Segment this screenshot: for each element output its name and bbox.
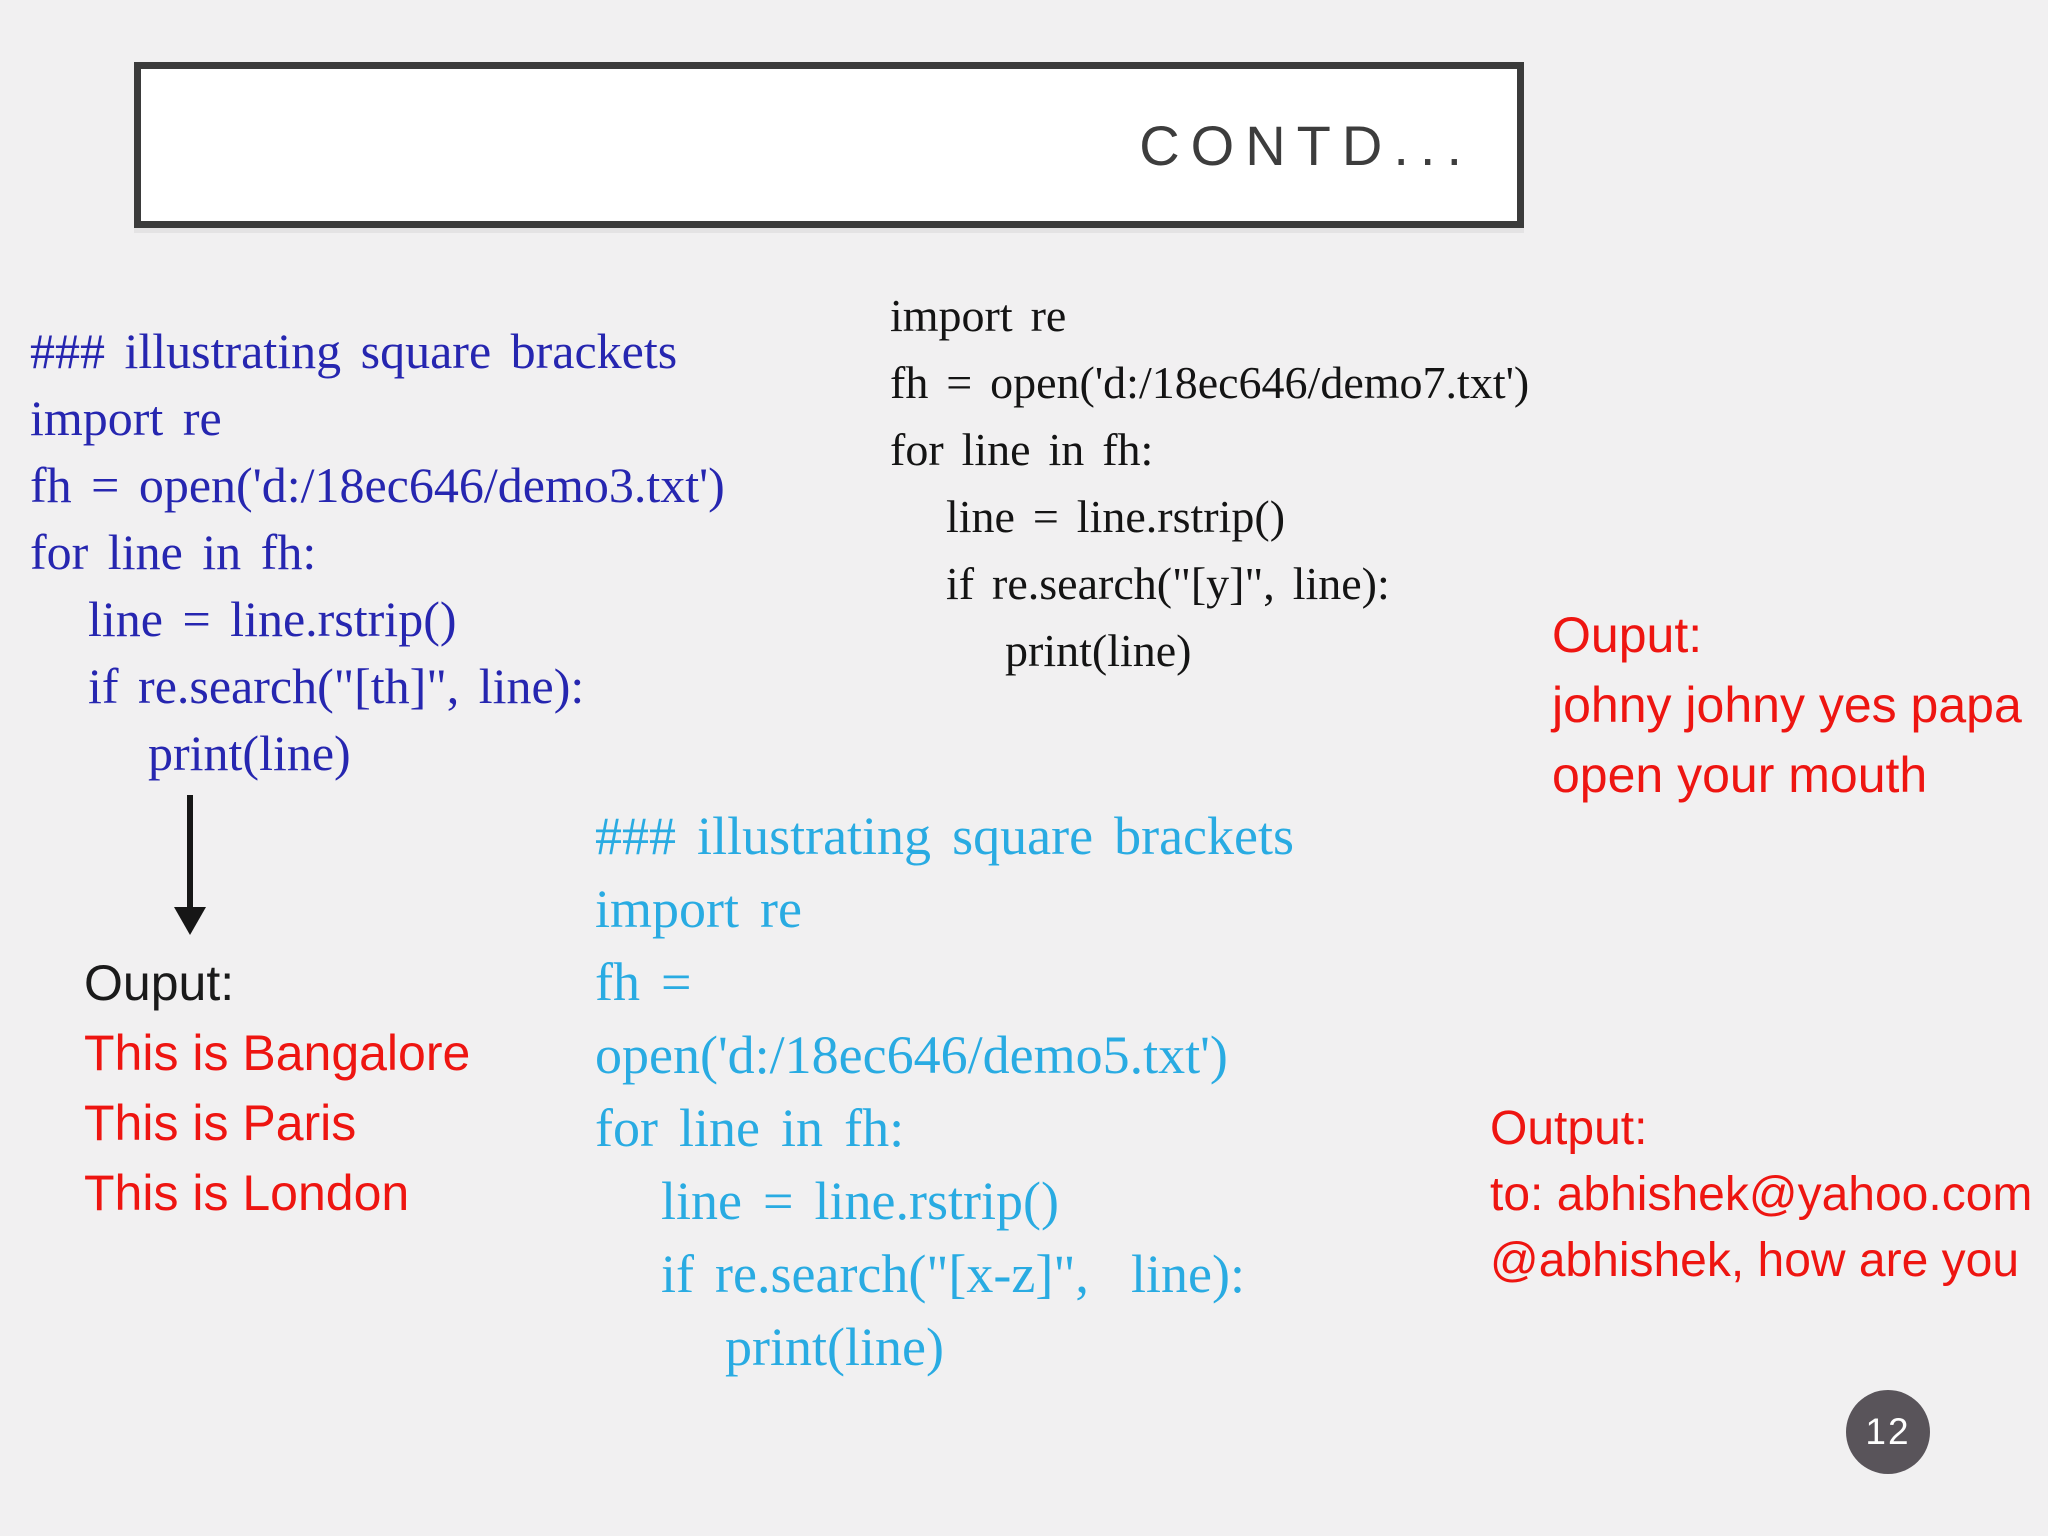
code-line: line = line.rstrip() [661,1171,1059,1231]
code-block-demo3: ### illustrating square brackets import … [30,318,725,787]
output-block-demo7: Ouput: johny johny yes papa open your mo… [1552,600,2022,810]
code-line: print(line) [725,1317,944,1377]
code-line: print(line) [1005,625,1192,676]
output-line: open your mouth [1552,747,1928,803]
code-line: ### illustrating square brackets [595,806,1294,866]
code-line: print(line) [148,725,351,781]
output-line: This is Bangalore [84,1025,471,1081]
code-line: import re [30,390,222,446]
output-line: johny johny yes papa [1552,677,2022,733]
output-line: This is London [84,1165,410,1221]
output-line: to: abhishek@yahoo.com [1490,1168,2033,1221]
arrow-head [174,907,206,935]
output-block-demo3: Ouput: This is Bangalore This is Paris T… [84,948,470,1228]
code-block-demo5: ### illustrating square brackets import … [595,800,1294,1384]
code-line: line = line.rstrip() [88,591,457,647]
slide-title-box: CONTD... [134,62,1524,228]
down-arrow-icon [172,795,208,937]
code-line: fh = open('d:/18ec646/demo3.txt') [30,457,725,513]
page-number: 12 [1865,1411,1911,1452]
code-line: for line in fh: [595,1098,905,1158]
code-line: if re.search("[th]", line): [88,658,585,714]
code-line: if re.search("[x-z]", line): [661,1244,1245,1304]
code-line: open('d:/18ec646/demo5.txt') [595,1025,1228,1085]
output-label: Ouput: [1552,607,1703,663]
code-line: if re.search("[y]", line): [946,558,1390,609]
output-line: This is Paris [84,1095,357,1151]
output-label: Output: [1490,1102,1648,1155]
page-number-badge: 12 [1846,1390,1930,1474]
code-line: line = line.rstrip() [946,491,1286,542]
slide-title: CONTD... [1139,113,1473,177]
code-line: import re [890,290,1067,341]
code-block-demo7: import re fh = open('d:/18ec646/demo7.tx… [890,282,1529,684]
output-label: Ouput: [84,955,235,1011]
code-line: for line in fh: [30,524,317,580]
code-line: fh = open('d:/18ec646/demo7.txt') [890,357,1530,408]
code-line: import re [595,879,803,939]
arrow-stem [187,795,193,911]
output-line: @abhishek, how are you [1490,1234,2020,1287]
code-line: ### illustrating square brackets [30,323,678,379]
code-line: for line in fh: [890,424,1154,475]
output-block-demo5: Output: to: abhishek@yahoo.com @abhishek… [1490,1096,2032,1294]
code-line: fh = [595,952,692,1012]
